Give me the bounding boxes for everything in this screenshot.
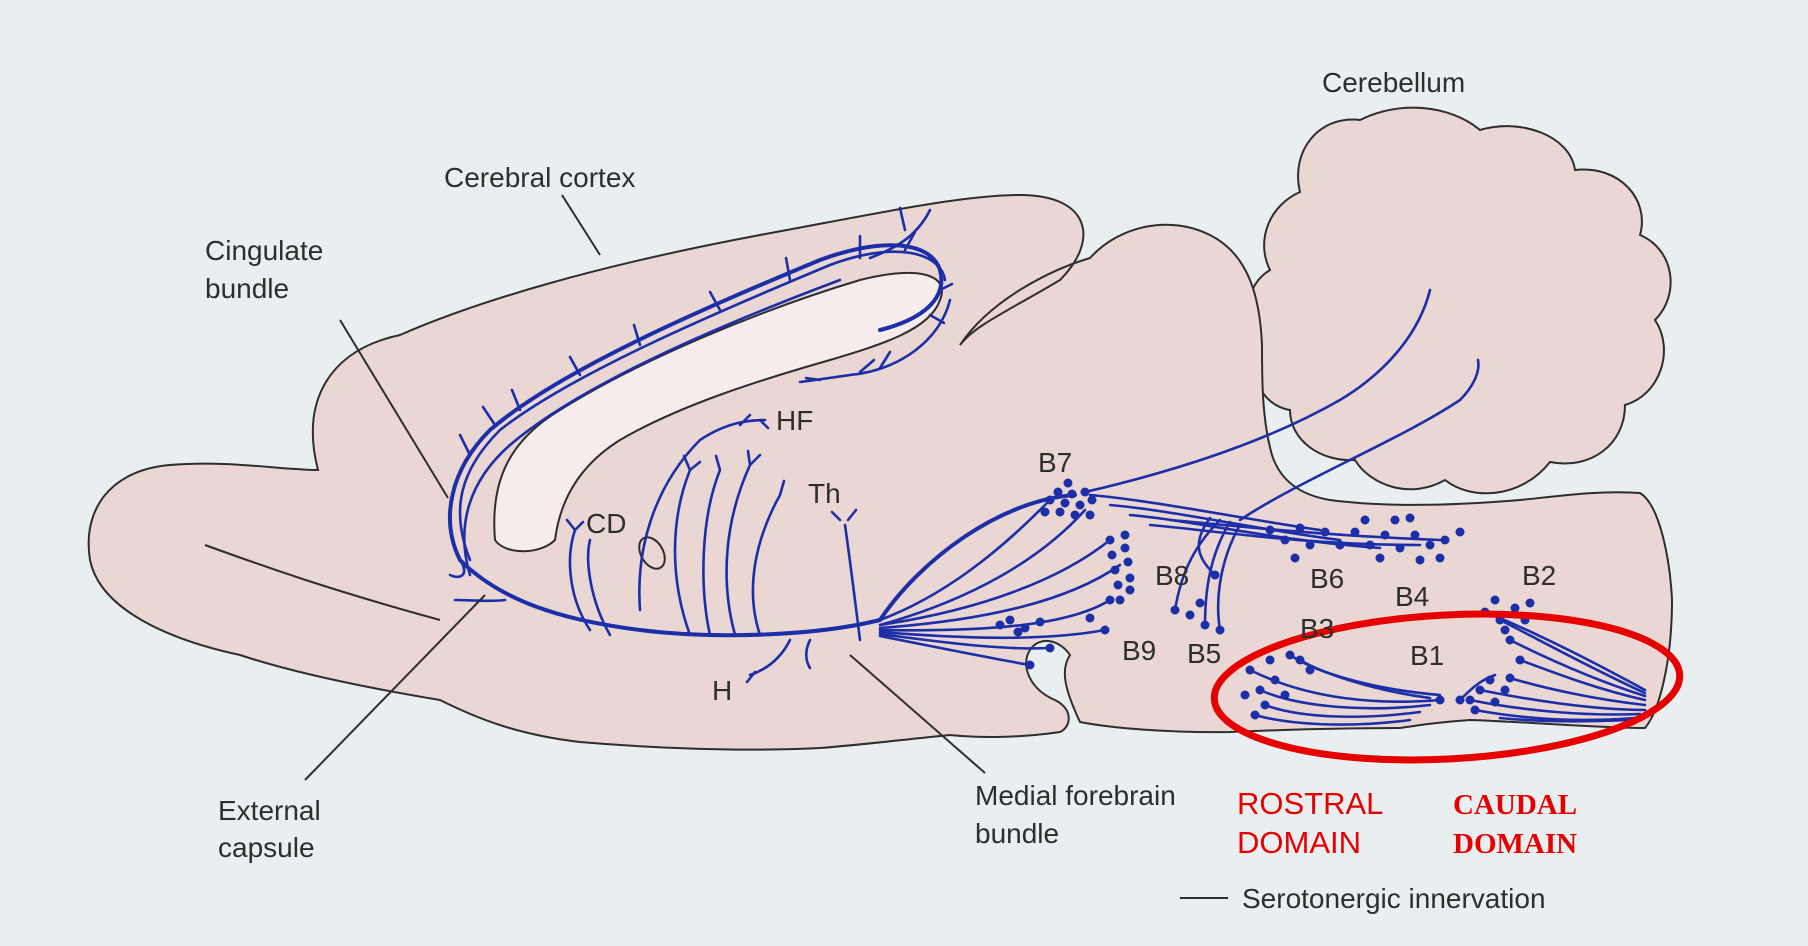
legend-label: Serotonergic innervation — [1242, 883, 1546, 914]
h-label: H — [712, 675, 732, 706]
b1-label: B1 — [1410, 640, 1444, 671]
b6-label: B6 — [1310, 563, 1344, 594]
hf-label: HF — [776, 405, 813, 436]
external-capsule-label-1: External — [218, 795, 321, 826]
cingulate-label-1: Cingulate — [205, 235, 323, 266]
cerebellum-shape — [1248, 108, 1671, 494]
b5-label: B5 — [1187, 638, 1221, 669]
cerebral-cortex-label: Cerebral cortex — [444, 162, 635, 193]
th-label: Th — [808, 478, 841, 509]
caudal-domain-label-1: CAUDAL — [1453, 789, 1577, 821]
cortex-leader — [562, 195, 600, 255]
b2-label: B2 — [1522, 560, 1556, 591]
caudal-domain-label-2: DOMAIN — [1453, 828, 1577, 860]
mfb-label-1: Medial forebrain — [975, 780, 1176, 811]
cerebellum-label: Cerebellum — [1322, 67, 1465, 98]
external-capsule-label-2: capsule — [218, 832, 315, 863]
rostral-domain-label-2: DOMAIN — [1237, 825, 1361, 860]
domain-labels: ROSTRAL DOMAIN CAUDAL DOMAIN — [1237, 786, 1577, 860]
b4-label: B4 — [1395, 581, 1429, 612]
b8-label: B8 — [1155, 560, 1189, 591]
legend: Serotonergic innervation — [1242, 883, 1546, 914]
rostral-domain-label-1: ROSTRAL — [1237, 786, 1383, 821]
b9-label: B9 — [1122, 635, 1156, 666]
cingulate-label-2: bundle — [205, 273, 289, 304]
b7-label: B7 — [1038, 447, 1072, 478]
mfb-label-2: bundle — [975, 818, 1059, 849]
cd-label: CD — [586, 508, 626, 539]
b3-label: B3 — [1300, 613, 1334, 644]
